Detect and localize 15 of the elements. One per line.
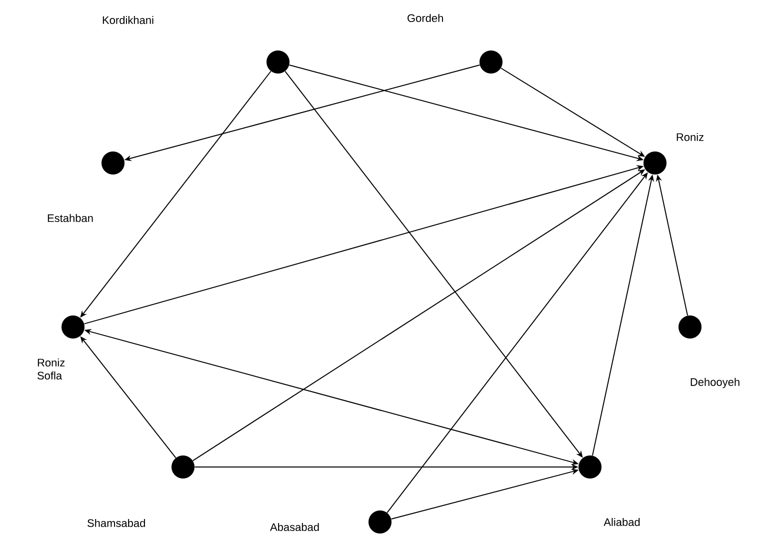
node-dot (172, 456, 194, 478)
place-label: Shamsabad (88, 518, 145, 528)
node-dot (480, 50, 502, 74)
node-label: Roniz (676, 132, 704, 142)
place-label: Kordikhani (102, 16, 154, 24)
node-dot (368, 510, 392, 534)
place-label: Gordeh (408, 14, 443, 22)
node-dot (266, 50, 290, 74)
node-dot (102, 152, 124, 174)
place-label: Abasabad (270, 522, 319, 532)
node-dot (62, 316, 84, 338)
node-label: Aliabad (604, 518, 640, 526)
place-label: Roniz Sofla (38, 358, 65, 380)
place-label: Estahban (48, 214, 93, 222)
node-label: Dehooyeh (690, 378, 740, 388)
